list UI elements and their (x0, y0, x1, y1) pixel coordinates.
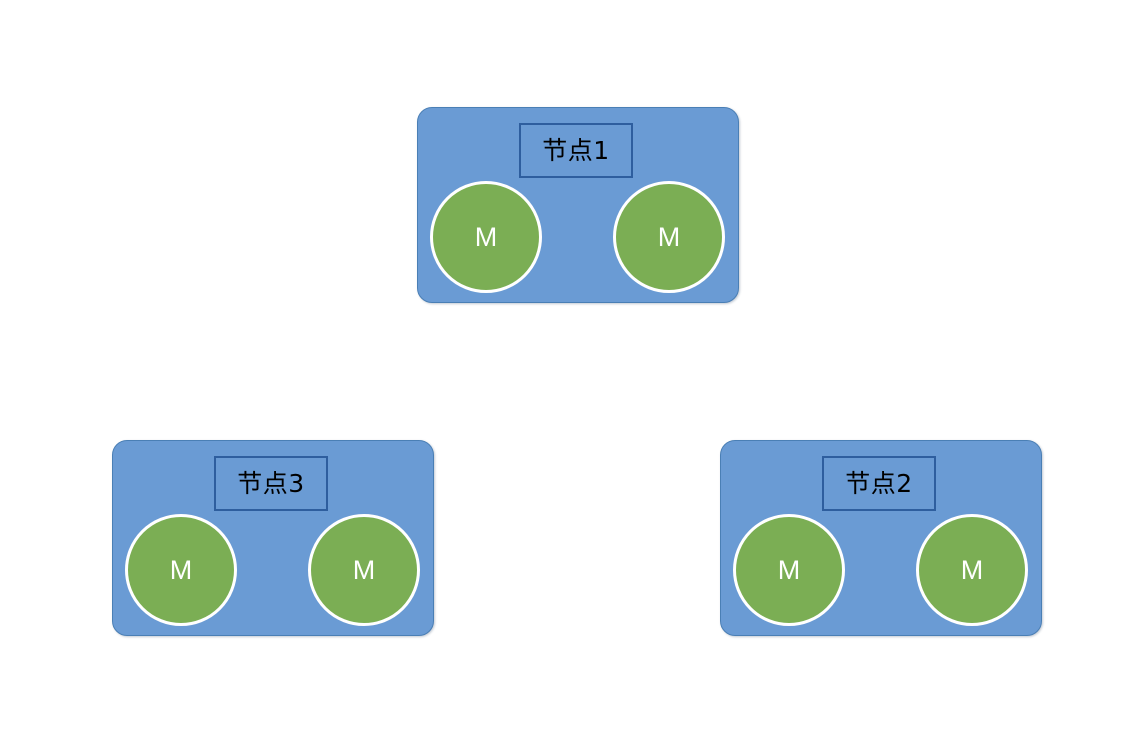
node-1-member-2[interactable]: M (613, 181, 725, 293)
node-2-member-2-label: M (960, 554, 984, 585)
node-group-2[interactable]: 节点2 M M (720, 440, 1042, 636)
node-1-label-text: 节点1 (542, 136, 610, 165)
node-2-member-1[interactable]: M (733, 514, 845, 626)
node-3-member-2[interactable]: M (308, 514, 420, 626)
node-1-member-1[interactable]: M (430, 181, 542, 293)
node-1-member-1-label: M (474, 221, 498, 252)
node-2-label-text: 节点2 (845, 469, 913, 498)
node-group-1[interactable]: 节点1 M M (417, 107, 739, 303)
node-2-member-1-label: M (777, 554, 801, 585)
node-3-member-1[interactable]: M (125, 514, 237, 626)
node-2-label-box: 节点2 (822, 456, 936, 511)
node-1-member-2-label: M (657, 221, 681, 252)
node-3-label-box: 节点3 (214, 456, 328, 511)
node-1-label-box: 节点1 (519, 123, 633, 178)
node-2-member-2[interactable]: M (916, 514, 1028, 626)
node-3-member-2-label: M (352, 554, 376, 585)
node-3-label-text: 节点3 (237, 469, 305, 498)
node-group-3[interactable]: 节点3 M M (112, 440, 434, 636)
node-3-member-1-label: M (169, 554, 193, 585)
